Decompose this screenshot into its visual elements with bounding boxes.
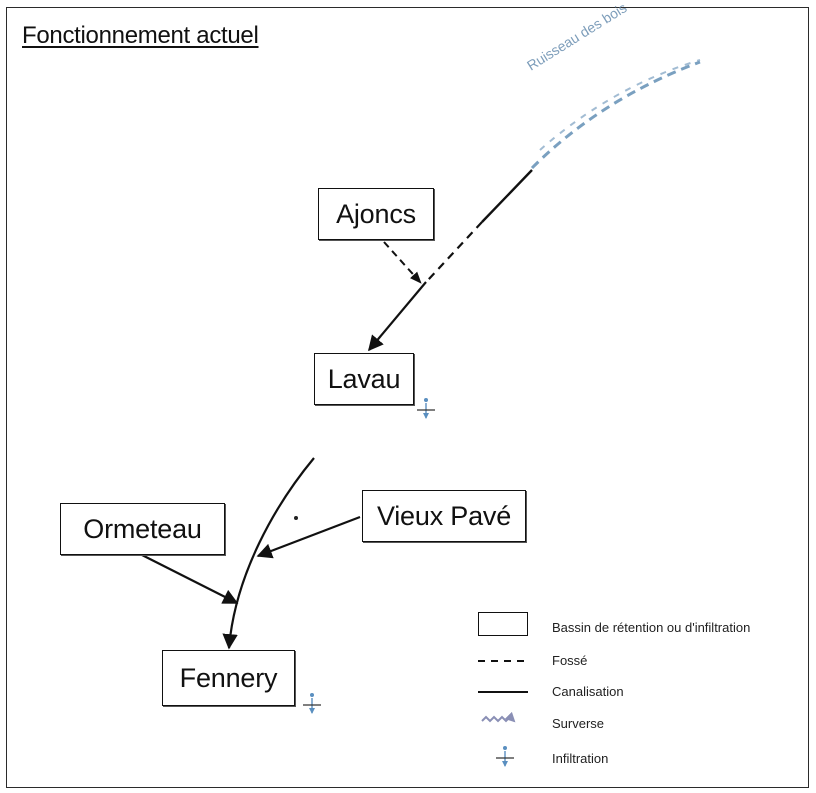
fosse-to-junction (427, 221, 483, 281)
basin-fennery: Fennery (162, 650, 295, 706)
canalisation-ormeteau (141, 554, 239, 604)
basin-ajoncs: Ajoncs (318, 188, 434, 240)
legend-surverse-icon (481, 711, 516, 723)
legend-bassin-icon (478, 612, 528, 636)
stream-ruisseau-des-bois-upper (539, 59, 701, 151)
fosse-ajoncs-to-junction (383, 241, 422, 284)
diagram-frame (6, 7, 809, 788)
canalisation-junction-to-lavau (368, 281, 427, 352)
page-title: Fonctionnement actuel (22, 22, 259, 49)
legend-canalisation-label: Canalisation (552, 684, 624, 699)
legend-infiltration-icon (495, 745, 515, 768)
infiltration-icon-lavau (416, 397, 436, 420)
canalisation-to-fennery (222, 457, 315, 650)
basin-vieux-pave: Vieux Pavé (362, 490, 526, 542)
basin-lavau: Lavau (314, 353, 414, 405)
legend-bassin-label: Bassin de rétention ou d'infiltration (552, 620, 751, 635)
legend-fosse-label: Fossé (552, 653, 588, 668)
canalisation-vieux-pave (256, 515, 361, 559)
canalisation-stream-to-junction (481, 169, 533, 223)
legend-infiltration-label: Infiltration (552, 751, 609, 766)
legend-surverse-label: Surverse (552, 716, 605, 731)
map-dot (294, 516, 298, 520)
stream-ruisseau-des-bois (530, 60, 701, 170)
infiltration-icon-fennery (302, 692, 322, 715)
basin-ormeteau: Ormeteau (60, 503, 225, 555)
